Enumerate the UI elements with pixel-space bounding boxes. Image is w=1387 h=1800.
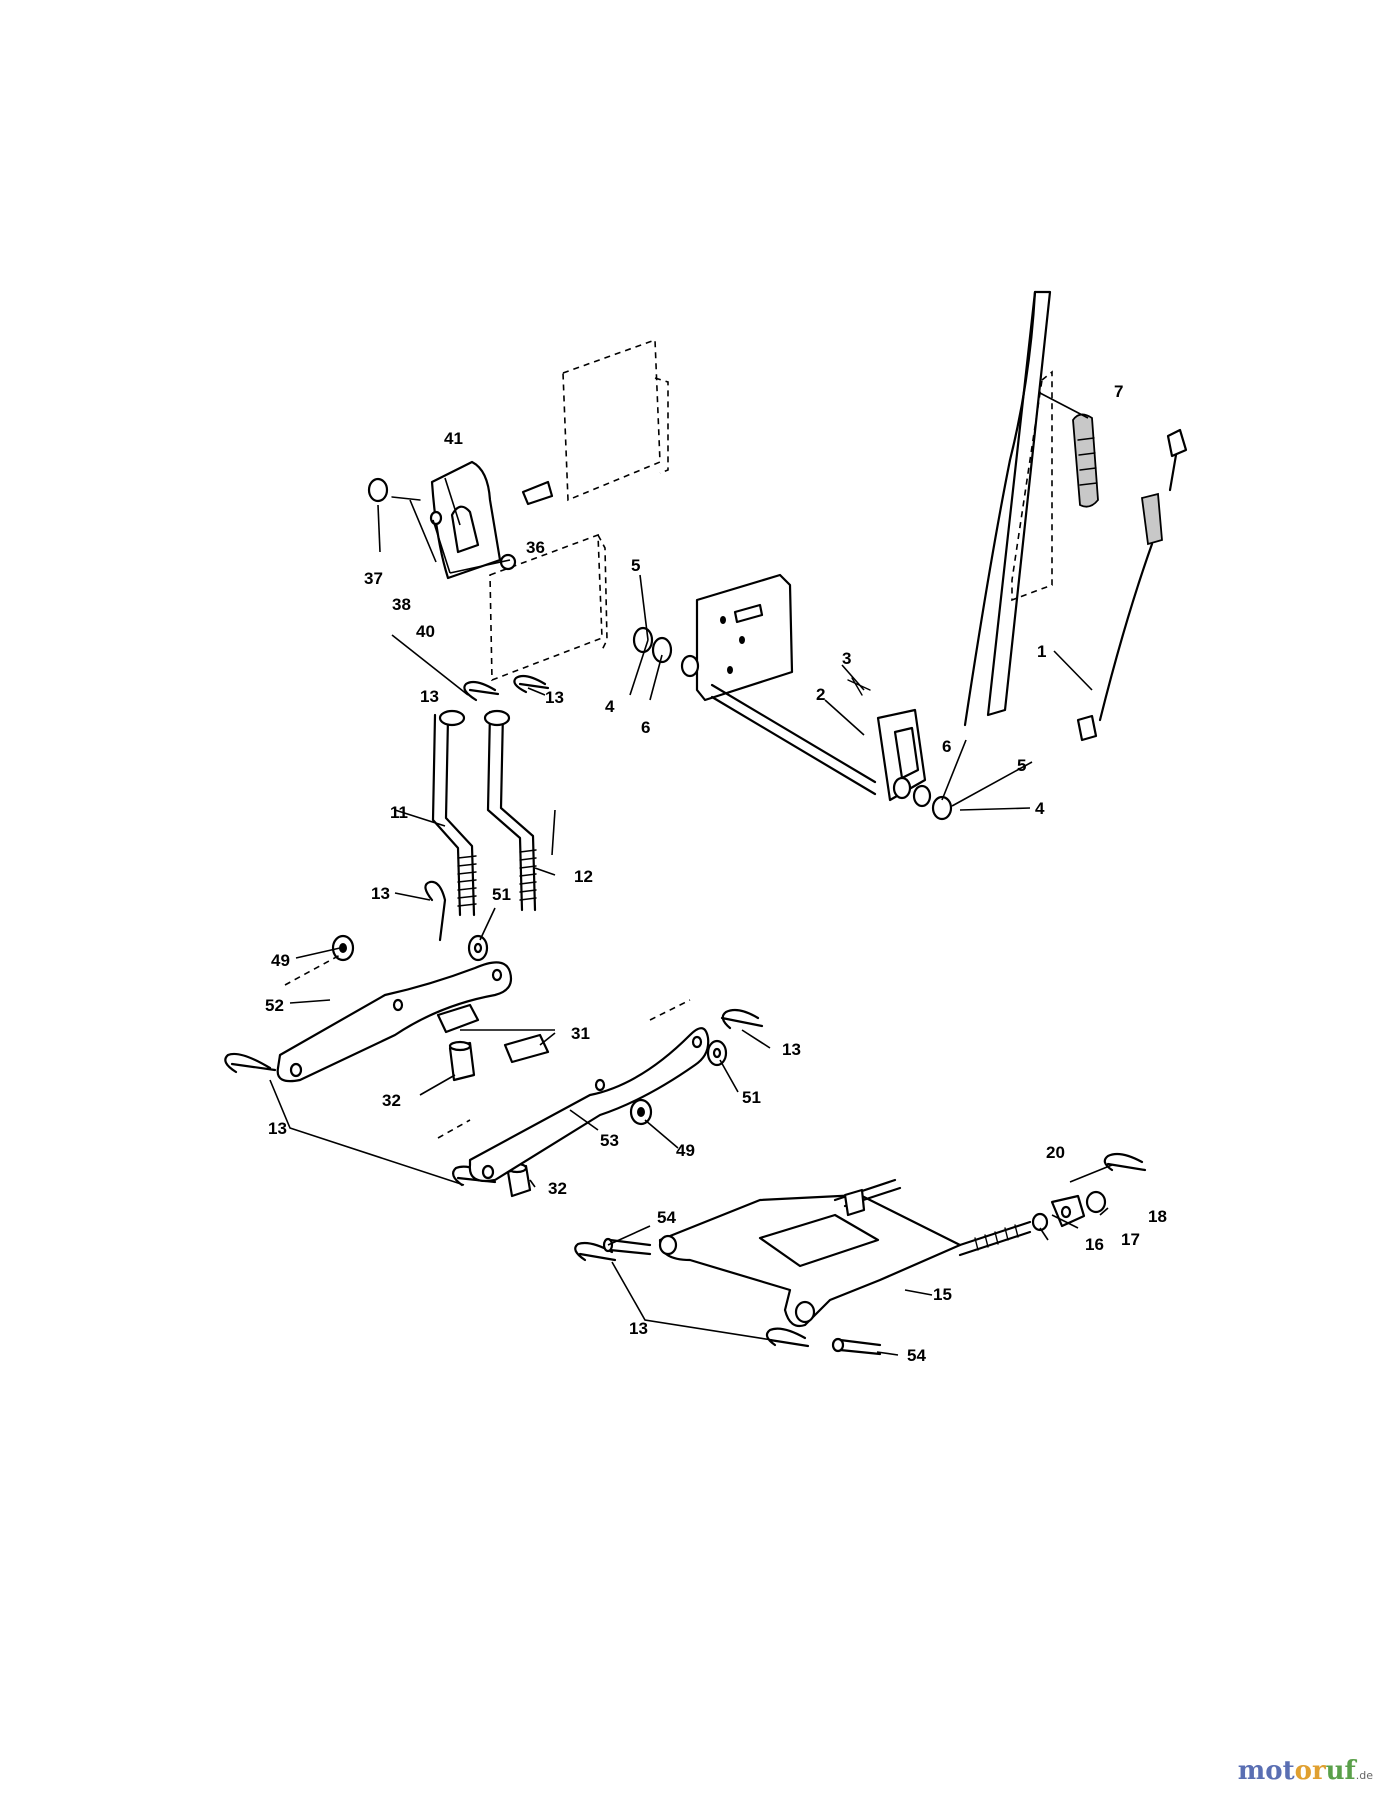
callout-16: 16 [1085, 1235, 1104, 1254]
callout-32a: 32 [382, 1091, 401, 1110]
washers-51-49 [331, 934, 728, 1126]
part-15-front-hanger [602, 1178, 1032, 1356]
callout-54a: 54 [657, 1208, 676, 1227]
parts-16-17-18 [1031, 1190, 1107, 1232]
callout-6a: 6 [641, 718, 650, 737]
callout-41: 41 [444, 429, 463, 448]
callout-5a: 5 [631, 556, 640, 575]
part-2-lift-shaft [632, 573, 877, 796]
callout-12: 12 [574, 867, 593, 886]
callout-13d: 13 [782, 1040, 801, 1059]
callout-13c: 13 [371, 884, 390, 903]
watermark-suffix: .de [1355, 1769, 1373, 1782]
callout-13e: 13 [268, 1119, 287, 1138]
callout-49a: 49 [271, 951, 290, 970]
callout-numbers: 7 41 36 37 38 40 5 4 6 3 2 1 6 5 4 13 13… [265, 382, 1167, 1365]
callout-17: 17 [1121, 1230, 1140, 1249]
callout-40: 40 [416, 622, 435, 641]
callout-5b: 5 [1017, 756, 1026, 775]
callout-20: 20 [1046, 1143, 1065, 1162]
callout-15: 15 [933, 1285, 952, 1304]
part-12-lift-link [483, 709, 537, 912]
part-41-bracket [367, 460, 554, 580]
part-53-lift-arm [437, 999, 710, 1183]
callout-32b: 32 [548, 1179, 567, 1198]
part-7-grip [1072, 413, 1099, 508]
callout-4a: 4 [605, 697, 615, 716]
callout-49b: 49 [676, 1141, 695, 1160]
callout-1: 1 [1037, 642, 1046, 661]
watermark-text-3: uf [1325, 1756, 1356, 1786]
part-11-lift-link [431, 709, 477, 917]
callout-51a: 51 [492, 885, 511, 904]
callout-7: 7 [1114, 382, 1123, 401]
part-31-trunnion [436, 1003, 550, 1064]
callout-31: 31 [571, 1024, 590, 1043]
callout-37: 37 [364, 569, 383, 588]
callout-36: 36 [526, 538, 545, 557]
motoruf-watermark-logo: motoruf.de [1238, 1756, 1373, 1786]
callout-3: 3 [842, 649, 851, 668]
callout-13b: 13 [545, 688, 564, 707]
callout-13a: 13 [420, 687, 439, 706]
callout-51b: 51 [742, 1088, 761, 1107]
frame-reference-dashed [489, 338, 1053, 682]
callout-18: 18 [1148, 1207, 1167, 1226]
callout-38: 38 [392, 595, 411, 614]
callout-52: 52 [265, 996, 284, 1015]
callout-4b: 4 [1035, 799, 1045, 818]
part-52-lift-arm [276, 954, 513, 1083]
callout-6b: 6 [942, 737, 951, 756]
leader-lines [269, 392, 1113, 1356]
callout-2: 2 [816, 685, 825, 704]
callout-13f: 13 [629, 1319, 648, 1338]
watermark-text-1: mot [1237, 1756, 1295, 1786]
lift-handle [847, 290, 1052, 821]
part-13-hairpin-icons [224, 674, 1147, 1348]
part-1-cable [1076, 428, 1188, 742]
callout-54b: 54 [907, 1346, 926, 1365]
watermark-text-2: or [1294, 1756, 1326, 1786]
callout-11: 11 [390, 803, 408, 822]
callout-53: 53 [600, 1131, 619, 1150]
